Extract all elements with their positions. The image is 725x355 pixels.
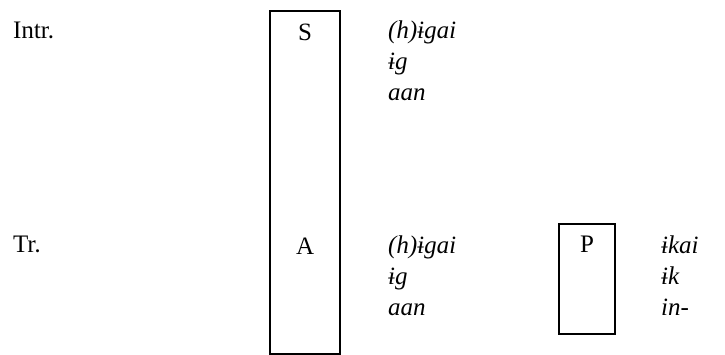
- a-role-label: A: [295, 233, 315, 260]
- a-forms: (h)ɨgai ɨg aan: [388, 230, 456, 323]
- row-label-intransitive: Intr.: [13, 17, 54, 44]
- alignment-diagram: { "rows": { "intransitive": { "label": "…: [13, 10, 699, 355]
- s-role-label: S: [298, 19, 312, 46]
- p-role-label: P: [580, 231, 594, 258]
- row-label-transitive: Tr.: [13, 231, 41, 258]
- p-role-box: P: [558, 223, 616, 335]
- p-form: ɨkai: [661, 232, 699, 259]
- a-form: aan: [388, 294, 426, 321]
- p-form: ɨk: [661, 263, 680, 290]
- p-forms: ɨkai ɨk in-: [661, 230, 699, 323]
- a-form: (h)ɨgai: [388, 232, 457, 259]
- p-form: in-: [661, 294, 689, 321]
- a-form: ɨg: [388, 263, 408, 290]
- s-form: aan: [388, 79, 426, 106]
- s-form: (h)ɨgai: [388, 17, 457, 44]
- sa-role-box: S A: [269, 10, 341, 355]
- s-forms: (h)ɨgai ɨg aan: [388, 15, 456, 108]
- s-form: ɨg: [388, 48, 408, 75]
